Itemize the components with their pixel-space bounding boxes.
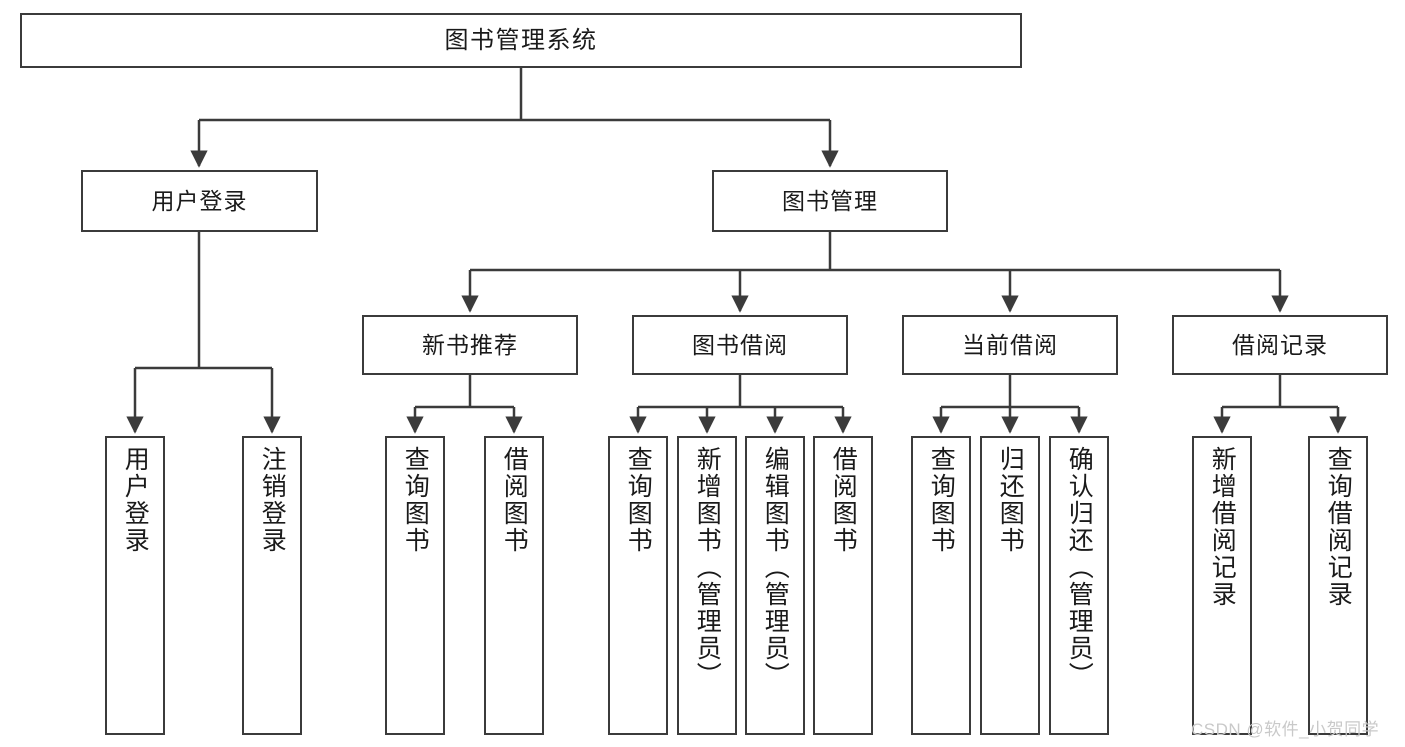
node-leaf-logout-login-label: 注销登录 [258,446,287,554]
node-leaf-return-book[interactable]: 归还图书 [980,436,1040,735]
node-leaf-query-book-1[interactable]: 查询图书 [385,436,445,735]
node-leaf-query-record-label: 查询借阅记录 [1324,446,1353,608]
node-book-borrow[interactable]: 图书借阅 [632,315,848,375]
node-leaf-query-book-1-label: 查询图书 [401,446,430,554]
node-leaf-query-record[interactable]: 查询借阅记录 [1308,436,1368,735]
node-book-borrow-label: 图书借阅 [692,331,788,358]
node-leaf-add-record-label: 新增借阅记录 [1208,446,1237,608]
node-root[interactable]: 图书管理系统 [20,13,1022,68]
node-borrow-record[interactable]: 借阅记录 [1172,315,1388,375]
node-leaf-query-book-2-label: 查询图书 [624,446,653,554]
node-leaf-query-book-2[interactable]: 查询图书 [608,436,668,735]
node-current-borrow-label: 当前借阅 [962,331,1058,358]
node-leaf-edit-book-label: 编辑图书（管理员） [761,446,790,689]
node-leaf-borrow-book-2-label: 借阅图书 [829,446,858,554]
node-book-manage-label: 图书管理 [782,187,878,214]
node-leaf-query-book-3[interactable]: 查询图书 [911,436,971,735]
node-leaf-borrow-book-1-label: 借阅图书 [500,446,529,554]
csdn-watermark: CSDN @软件_小贺同学 [1191,720,1380,739]
node-new-book-recommend-label: 新书推荐 [422,331,518,358]
node-leaf-return-book-label: 归还图书 [996,446,1025,554]
node-leaf-user-login-label: 用户登录 [121,446,150,554]
node-leaf-confirm-return-label: 确认归还（管理员） [1065,446,1094,689]
node-leaf-borrow-book-2[interactable]: 借阅图书 [813,436,873,735]
node-leaf-edit-book[interactable]: 编辑图书（管理员） [745,436,805,735]
node-current-borrow[interactable]: 当前借阅 [902,315,1118,375]
node-borrow-record-label: 借阅记录 [1232,331,1328,358]
node-leaf-add-book-label: 新增图书（管理员） [693,446,722,689]
node-root-label: 图书管理系统 [444,26,598,54]
node-leaf-confirm-return[interactable]: 确认归还（管理员） [1049,436,1109,735]
node-new-book-recommend[interactable]: 新书推荐 [362,315,578,375]
node-user-login-label: 用户登录 [151,187,248,214]
node-user-login[interactable]: 用户登录 [81,170,318,232]
node-leaf-query-book-3-label: 查询图书 [927,446,956,554]
node-leaf-add-book[interactable]: 新增图书（管理员） [677,436,737,735]
node-leaf-user-login[interactable]: 用户登录 [105,436,165,735]
node-leaf-borrow-book-1[interactable]: 借阅图书 [484,436,544,735]
node-book-manage[interactable]: 图书管理 [712,170,948,232]
node-leaf-logout-login[interactable]: 注销登录 [242,436,302,735]
node-leaf-add-record[interactable]: 新增借阅记录 [1192,436,1252,735]
